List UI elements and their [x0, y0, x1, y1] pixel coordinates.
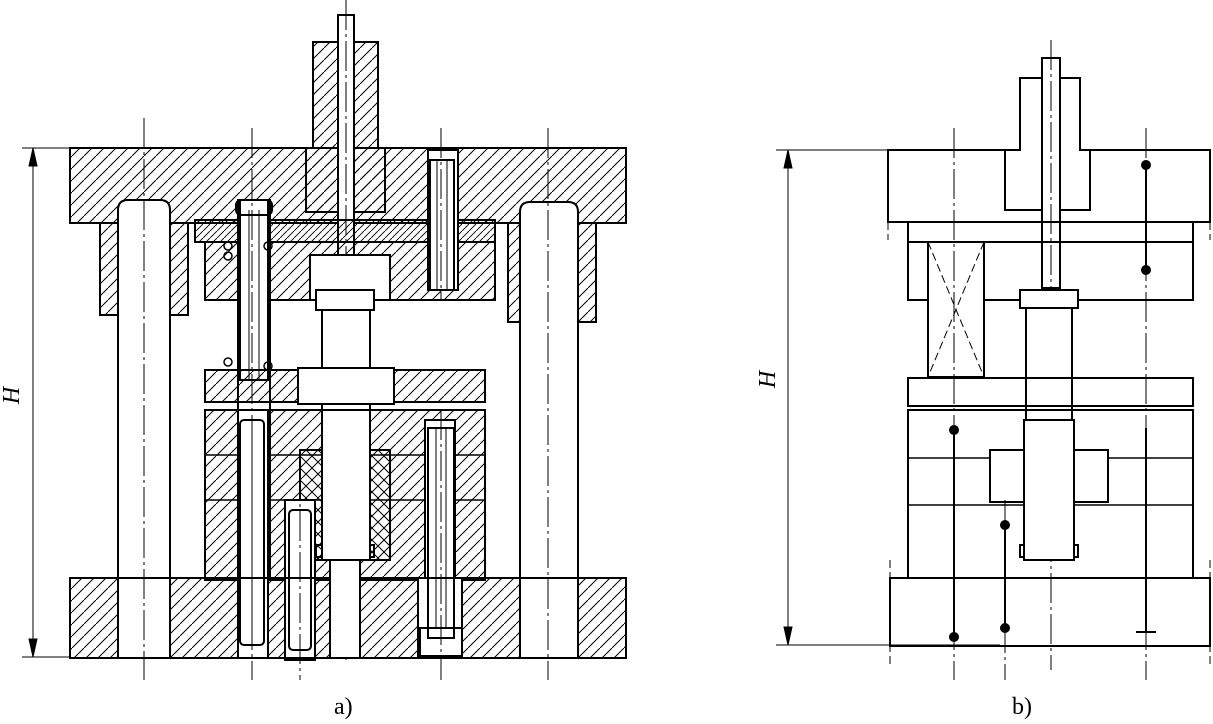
figure-b-stripper-plate	[907, 377, 1194, 407]
figure-a-caption: a)	[334, 694, 353, 720]
figure-a-section-view	[22, 0, 627, 680]
figure-b-die-block	[907, 409, 1194, 579]
figure-b-dimension-label: H	[755, 370, 782, 389]
figure-a-center-lines	[143, 118, 549, 680]
figure-a-dimension-label: H	[0, 386, 26, 405]
figure-b-caption: b)	[1012, 694, 1032, 720]
figure-b-center-lines	[953, 128, 1147, 680]
figure-a-upper-screw	[429, 159, 455, 291]
figure-a-stripper-plate	[204, 367, 486, 405]
figure-b-schematic-view	[776, 40, 1211, 680]
figure-a-guide-pillar-right	[519, 201, 579, 579]
figure-b-lower-die-seat	[889, 577, 1211, 647]
